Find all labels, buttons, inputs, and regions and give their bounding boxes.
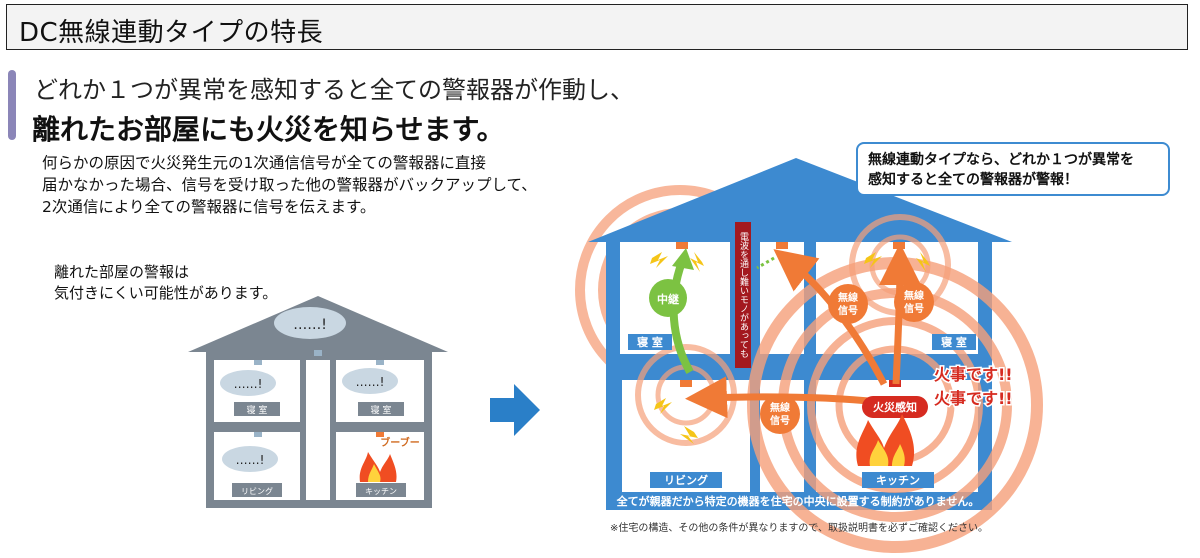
left-note-line: 離れた部屋の警報は: [54, 263, 190, 281]
wireless-arrow-to-bedroom: [878, 243, 921, 385]
thought-bubble: [342, 368, 398, 394]
wireless-badge-label: 信号: [770, 414, 790, 427]
small-fire-icon: [359, 452, 397, 482]
footnote: ※住宅の構造、その他の条件が異なりますので、取扱説明書を必ずご確認ください。: [610, 523, 988, 534]
left-note: 離れた部屋の警報は 気付きにくい可能性があります。: [54, 262, 277, 304]
left-stairwell: [306, 360, 330, 500]
wireless-badge: [760, 394, 800, 434]
room-label-kitchen: キッチン: [876, 474, 920, 487]
fire-icon: [856, 414, 915, 466]
body-line: 2次通信により全ての警報器に信号を伝えます。: [42, 198, 376, 216]
callout-line: 無線連動タイプなら、どれか１つが異常を: [868, 152, 1134, 168]
obstacle-wall: [735, 222, 751, 368]
wireless-badge-label: 信号: [838, 304, 858, 317]
wireless-arrow-to-living: [685, 376, 881, 419]
left-detector: [376, 360, 384, 365]
page-title: DC無線連動タイプの特長: [19, 18, 324, 48]
wireless-badge: [894, 282, 934, 322]
obstacle-label: 電波を通し難いモノがあっても: [738, 232, 749, 358]
left-house: 寝 室 寝 室 リビング キッチン ……! ……! ……! ……! ブーブー: [188, 296, 448, 508]
wireless-badge-label: 無線: [838, 291, 858, 304]
relay-arrow: [669, 260, 694, 374]
transition-arrow-icon: [490, 384, 540, 436]
right-house: 電波を通し難いモノがあっても 中継 無線 信号 無線 信号 無線 信号 火災感知…: [575, 158, 1043, 553]
headline-line1: どれか１つが異常を感知すると全ての警報器が作動し、: [34, 76, 634, 104]
room-label-bedroom2: 寝 室: [371, 404, 392, 416]
callout-box: 無線連動タイプなら、どれか１つが異常を 感知すると全ての警報器が警報！: [856, 142, 1170, 196]
fire-sense-badge: [862, 396, 928, 418]
right-detector: [676, 242, 688, 249]
body-text: 何らかの原因で火災発生元の1次通信信号が全ての警報器に直接 届かなかった場合、信…: [42, 152, 602, 218]
fire-sense-label: 火災感知: [873, 400, 917, 414]
accent-bar: [8, 70, 16, 140]
room-label-living: リビング: [241, 486, 273, 496]
wireless-badge-label: 無線: [770, 401, 790, 414]
thought-bubble-text: ……!: [234, 377, 263, 391]
right-detector: [776, 242, 788, 249]
body-line: 何らかの原因で火災発生元の1次通信信号が全ての警報器に直接: [42, 154, 486, 172]
right-detector: [893, 242, 905, 249]
left-detector-active: [376, 432, 384, 437]
left-note-line: 気付きにくい可能性があります。: [54, 284, 278, 302]
thought-bubble: [222, 446, 278, 472]
relay-badge: [649, 279, 687, 317]
room-label-bg: [932, 334, 976, 350]
room-label-bedroom-right: 寝 室: [941, 335, 967, 349]
body-line: 届かなかった場合、信号を受け取った他の警報器がバックアップして、: [42, 176, 537, 194]
room-label-bedroom-left: 寝 室: [637, 335, 663, 349]
left-detector: [254, 432, 262, 437]
thought-bubble-text: ……!: [356, 375, 385, 389]
room-label-living: リビング: [664, 473, 708, 487]
right-house-roof: [588, 158, 1012, 242]
thought-bubble-text: ……!: [293, 317, 327, 333]
buzz-text: ブーブー: [380, 436, 419, 449]
wireless-badge-label: 信号: [904, 302, 924, 315]
left-detector: [254, 360, 262, 365]
callout-line: 感知すると全ての警報器が警報！: [868, 172, 1078, 188]
room-label-bg: [862, 472, 934, 488]
room-label-bg: [234, 402, 280, 416]
room-label-bg: [628, 334, 672, 350]
alarm-voice-text: 火事です!!: [934, 365, 1013, 384]
thought-bubble: [220, 370, 276, 396]
house-banner-text: 全てが親器だから特定の機器を住宅の中央に設置する制約がありません。: [616, 494, 980, 508]
relay-badge-label: 中継: [657, 292, 679, 306]
room-label-bedroom1: 寝 室: [247, 404, 268, 416]
room-label-bg: [356, 483, 406, 497]
relay-arrow-head: [672, 248, 694, 270]
thought-bubble-text: ……!: [236, 453, 265, 467]
left-detector: [314, 350, 322, 356]
lightning-icon: [650, 252, 930, 444]
room-label-bg: [650, 472, 722, 488]
title-box: DC無線連動タイプの特長: [6, 4, 1188, 50]
alarm-voice-text: 火事です!!: [934, 389, 1013, 408]
right-detector: [680, 380, 692, 387]
room-label-kitchen: キッチン: [365, 487, 397, 496]
wireless-badge: [828, 284, 868, 324]
room-label-bg: [232, 483, 282, 497]
room-label-bg: [358, 402, 404, 416]
thought-bubble: [274, 307, 346, 339]
wireless-badge-label: 無線: [904, 289, 924, 302]
headline-line2: 離れたお部屋にも火災を知らせます。: [32, 113, 505, 146]
